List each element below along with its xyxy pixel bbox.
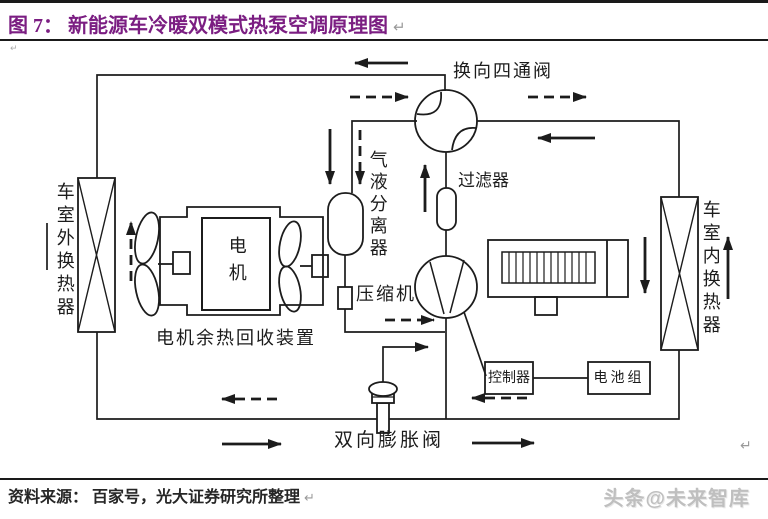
return-mark: ↵ — [393, 19, 406, 36]
filter-label: 过滤器 — [458, 171, 509, 190]
small-return-mark: ↵ — [10, 43, 18, 53]
four-way-valve-label: 换向四通阀 — [453, 61, 553, 81]
title-rule — [0, 39, 768, 41]
source-text: 资料来源： 百家号，光大证券研究所整理 — [8, 489, 301, 506]
figure-title: 图 7： 新能源车冷暖双模式热泵空调原理图 ↵ — [8, 9, 406, 38]
figure-title-text: 新能源车冷暖双模式热泵空调原理图 — [68, 15, 388, 37]
compressor-symbol — [414, 255, 478, 319]
inside-heat-exchanger-label: 车室内换热器 — [700, 200, 721, 338]
watermark: 头条@未来智库 — [603, 488, 750, 510]
figure-number: 图 7： — [8, 15, 63, 37]
source-note: 资料来源： 百家号，光大证券研究所整理 ↵ — [8, 483, 315, 507]
right-fan-icon — [278, 220, 329, 313]
filter-symbol — [436, 187, 457, 231]
outside-heat-exchanger-label: 车室外换热器 — [54, 182, 75, 320]
service-port — [337, 286, 353, 310]
four-way-valve-symbol — [414, 89, 478, 153]
gas-liquid-separator-symbol — [327, 192, 364, 256]
battery-pack-label: 电池组 — [593, 369, 645, 386]
expansion-valve-symbol — [368, 381, 398, 434]
gas-liquid-separator-label: 气液分离器 — [367, 150, 388, 260]
outside-heat-exchanger-symbol — [77, 177, 116, 333]
motor-label: 电机 — [226, 236, 247, 290]
battery-box — [587, 361, 651, 395]
expansion-valve-label: 双向膨胀阀 — [334, 430, 445, 451]
footer-rule — [0, 478, 768, 480]
flow-arrows-solid — [222, 58, 733, 449]
left-fan-icon — [134, 211, 191, 317]
controller-box — [484, 361, 534, 395]
motor-heat-recovery-device — [134, 206, 329, 317]
refrigerant-pipes — [46, 74, 680, 420]
flow-arrows-dashed — [126, 92, 587, 404]
return-mark: ↵ — [740, 437, 752, 453]
compressor-label: 压缩机 — [356, 284, 416, 304]
motor-heat-recovery-label: 电机余热回收装置 — [156, 328, 316, 348]
top-rule — [0, 0, 768, 3]
inside-heat-exchanger-symbol — [660, 196, 699, 351]
controller-label: 控制器 — [488, 369, 530, 386]
heater-core-symbol — [487, 239, 629, 316]
return-mark: ↵ — [304, 490, 315, 505]
